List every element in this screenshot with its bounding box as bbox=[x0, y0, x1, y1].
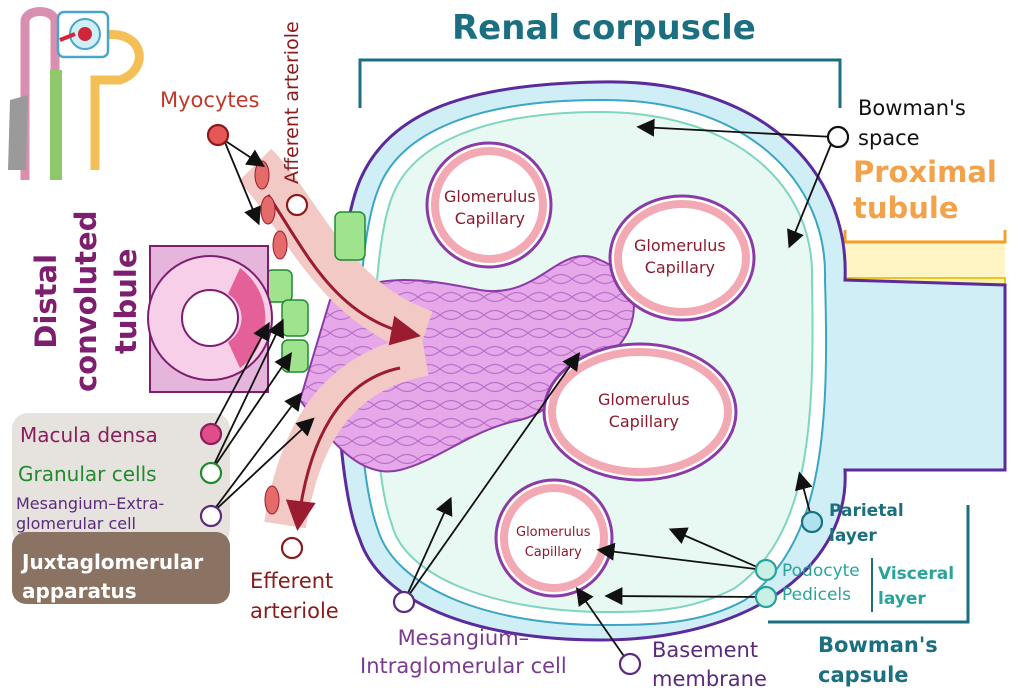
diagram-title: Renal corpuscle bbox=[452, 8, 756, 48]
macula-densa-label: Macula densa bbox=[20, 423, 158, 447]
jga-panel bbox=[12, 413, 230, 604]
podocyte-label: Podocyte bbox=[782, 561, 860, 581]
callout-markers bbox=[199, 123, 850, 676]
basement-membrane-label: Basement membrane bbox=[652, 638, 767, 691]
proximal-tubule-label: Proximal tubule bbox=[853, 155, 997, 225]
callout-lines bbox=[209, 118, 835, 663]
glomerulus-capillary-label-2: Glomerulus Capillary bbox=[634, 236, 726, 277]
mesangium-extraglomerular-label: Mesangium–Extra- glomerular cell bbox=[16, 494, 165, 533]
glomerulus-capillary-label-4: Glomerulus Capillary bbox=[516, 525, 591, 560]
bowmans-space-label: Bowman's space bbox=[858, 96, 966, 150]
juxtaglomerular-apparatus-label: Juxtaglomerular apparatus bbox=[22, 550, 204, 603]
myocytes-label: Myocytes bbox=[160, 88, 260, 112]
visceral-layer-label: Visceral layer bbox=[878, 564, 955, 609]
distal-convoluted-tubule bbox=[147, 245, 273, 393]
bowmans-capsule-label: Bowman's capsule bbox=[818, 633, 938, 687]
pedicels-label: Pedicels bbox=[782, 585, 852, 605]
glomerulus-capillaries bbox=[425, 141, 756, 598]
bowmans-capsule-bracket bbox=[768, 505, 970, 624]
renal-corpuscle-bracket bbox=[358, 58, 842, 108]
arterioles bbox=[238, 148, 434, 531]
glomerulus-capillary-label-3: Glomerulus Capillary bbox=[598, 390, 690, 431]
glomerulus-capillary-label-1: Glomerulus Capillary bbox=[444, 187, 536, 228]
parietal-layer-label: Parietal layer bbox=[829, 501, 904, 546]
afferent-arteriole-label: Afferent arteriole bbox=[281, 21, 303, 184]
mesangium-intraglomerular-label: Mesangium– Intraglomerular cell bbox=[360, 626, 567, 678]
granular-cells-label: Granular cells bbox=[18, 462, 157, 486]
distal-convoluted-tubule-label: Distal convoluted tubule bbox=[29, 210, 143, 392]
nephron-thumbnail bbox=[8, 7, 144, 180]
efferent-arteriole-label: Efferent arteriole bbox=[250, 569, 339, 623]
